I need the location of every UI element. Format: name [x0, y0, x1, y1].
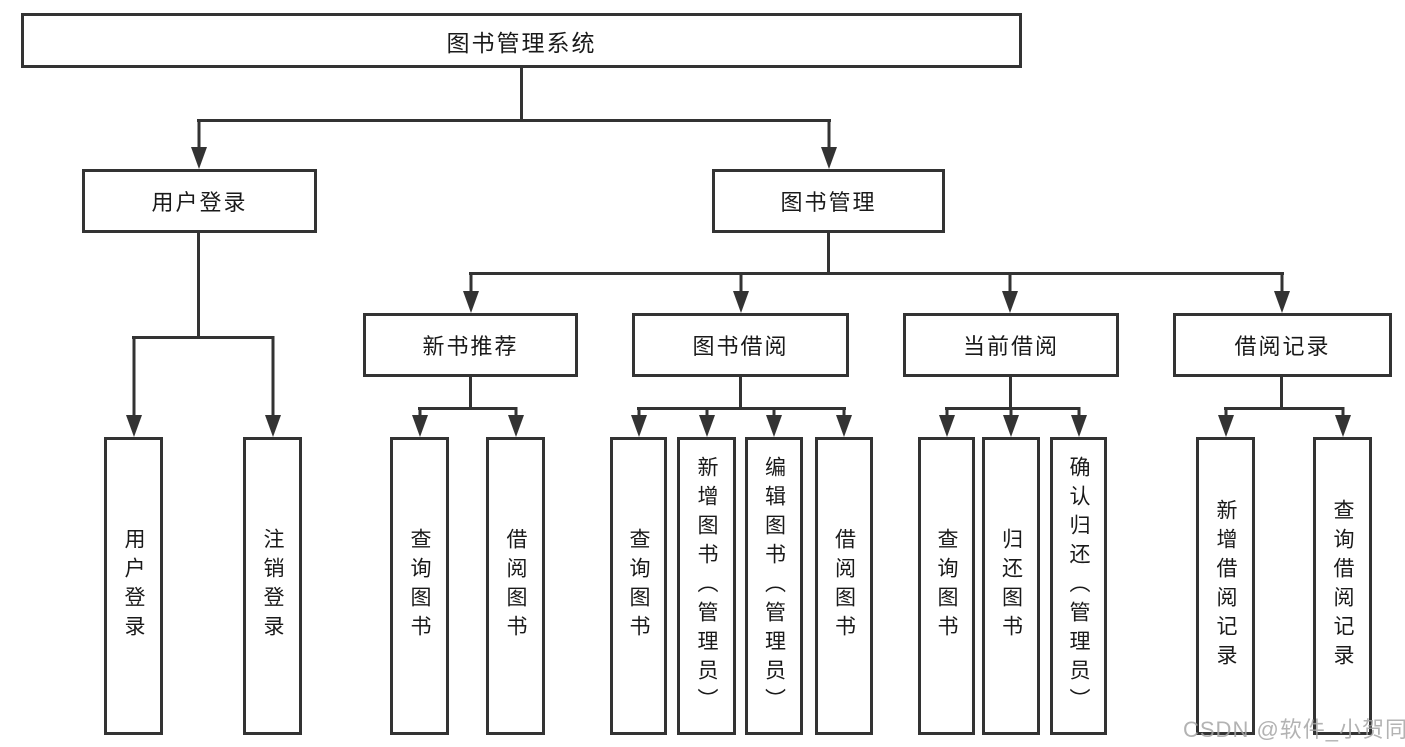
connector-level2-bus [197, 119, 831, 122]
node-book-management: 图书管理 [712, 169, 945, 233]
node-book-management-label: 图书管理 [780, 190, 877, 215]
leaf-user-login-label: 用户登录 [122, 528, 145, 644]
arrow-borrow-leaf-2 [766, 407, 782, 437]
connector-records-stem [1280, 377, 1283, 407]
node-new-book-recommend: 新书推荐 [363, 313, 578, 377]
leaf-borrow-add-admin-label: 新增图书（管理员） [695, 455, 718, 717]
node-new-book-recommend-label: 新书推荐 [422, 334, 519, 359]
leaf-current-confirm-admin: 确认归还（管理员） [1050, 437, 1107, 735]
arrow-records-leaf-0 [1218, 407, 1234, 437]
node-borrow-records: 借阅记录 [1173, 313, 1392, 377]
arrow-current-leaf-2 [1071, 407, 1087, 437]
arrow-current-leaf-0 [939, 407, 955, 437]
arrow-newbook-leaf-0 [412, 407, 428, 437]
connector-records-bus [1224, 407, 1344, 410]
arrow-current-leaf-1 [1003, 407, 1019, 437]
connector-current-stem [1009, 377, 1012, 407]
leaf-newbook-query-label: 查询图书 [408, 528, 431, 644]
arrow-borrow-leaf-0 [631, 407, 647, 437]
arrow-to-borrow [733, 272, 749, 313]
leaf-records-add: 新增借阅记录 [1196, 437, 1255, 735]
arrow-borrow-leaf-3 [836, 407, 852, 437]
arrow-to-newbook [463, 272, 479, 313]
csdn-watermark: CSDN @软件_小贺同学 [1183, 717, 1405, 742]
connector-newbook-bus [418, 407, 517, 410]
arrow-records-leaf-1 [1335, 407, 1351, 437]
arrow-to-records [1274, 272, 1290, 313]
node-current-borrow: 当前借阅 [903, 313, 1119, 377]
node-book-borrow-label: 图书借阅 [692, 334, 789, 359]
leaf-logout-label: 注销登录 [261, 528, 284, 644]
arrow-to-userlogin [191, 119, 207, 169]
leaf-current-return-label: 归还图书 [999, 528, 1023, 644]
leaf-current-query: 查询图书 [918, 437, 975, 735]
arrow-to-bookmgmt [821, 119, 837, 169]
leaf-current-query-label: 查询图书 [935, 528, 958, 644]
connector-userlogin-stem [197, 233, 200, 336]
node-library-system-label: 图书管理系统 [446, 29, 597, 56]
leaf-borrow-query-label: 查询图书 [627, 528, 650, 644]
leaf-borrow-edit-admin: 编辑图书（管理员） [745, 437, 803, 735]
leaf-newbook-borrow: 借阅图书 [486, 437, 545, 735]
arrow-newbook-leaf-1 [508, 407, 524, 437]
leaf-borrow-edit-admin-label: 编辑图书（管理员） [762, 455, 786, 717]
connector-level3-bus [469, 272, 1284, 275]
connector-borrow-stem [739, 377, 742, 407]
connector-root-stem [520, 68, 523, 119]
connector-current-bus [945, 407, 1080, 410]
arrow-borrow-leaf-1 [699, 407, 715, 437]
leaf-borrow-add-admin: 新增图书（管理员） [677, 437, 736, 735]
leaf-logout: 注销登录 [243, 437, 302, 735]
leaf-current-confirm-admin-label: 确认归还（管理员） [1067, 455, 1090, 717]
node-borrow-records-label: 借阅记录 [1234, 334, 1331, 359]
arrow-to-logout-leaf [265, 336, 281, 437]
node-book-borrow: 图书借阅 [632, 313, 849, 377]
leaf-records-query: 查询借阅记录 [1313, 437, 1372, 735]
node-user-login-label: 用户登录 [151, 190, 248, 215]
arrow-to-current [1002, 272, 1018, 313]
connector-userlogin-bus [132, 336, 274, 339]
leaf-records-add-label: 新增借阅记录 [1214, 499, 1237, 673]
connector-bookmgmt-stem [827, 233, 830, 272]
connector-newbook-stem [469, 377, 472, 407]
leaf-borrow-query: 查询图书 [610, 437, 667, 735]
leaf-borrow-book: 借阅图书 [815, 437, 873, 735]
node-user-login: 用户登录 [82, 169, 317, 233]
connector-borrow-bus [637, 407, 846, 410]
leaf-records-query-label: 查询借阅记录 [1331, 499, 1354, 673]
node-library-system: 图书管理系统 [21, 13, 1022, 68]
node-current-borrow-label: 当前借阅 [962, 334, 1059, 359]
arrow-to-userlogin-leaf [126, 336, 142, 437]
leaf-borrow-book-label: 借阅图书 [832, 528, 856, 644]
leaf-newbook-query: 查询图书 [390, 437, 449, 735]
leaf-user-login: 用户登录 [104, 437, 163, 735]
leaf-current-return: 归还图书 [982, 437, 1040, 735]
leaf-newbook-borrow-label: 借阅图书 [504, 528, 527, 644]
